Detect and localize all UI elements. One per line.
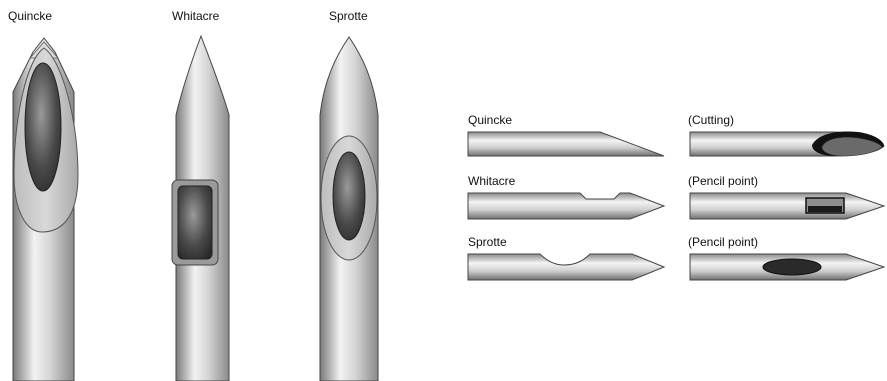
- whitacre-side-needle: [468, 193, 664, 219]
- label-whitacre-side: Whitacre: [468, 174, 516, 188]
- quincke-lumen: [25, 63, 61, 191]
- quincke-side-needle: [468, 132, 664, 156]
- pencil-point-side-needle-2: [690, 254, 884, 280]
- label-whitacre-top: Whitacre: [172, 9, 220, 23]
- label-sprotte-top: Sprotte: [329, 9, 368, 23]
- sprotte-side-port: [333, 152, 365, 240]
- label-quincke-top: Quincke: [8, 9, 52, 23]
- sprotte-side-needle: [468, 254, 664, 280]
- label-sprotte-side: Sprotte: [468, 235, 507, 249]
- label-pencil-point-2: (Pencil point): [688, 235, 758, 249]
- quincke-needle-front: [13, 38, 78, 381]
- label-pencil-point-1: (Pencil point): [688, 174, 758, 188]
- sprotte-needle-front: [320, 37, 378, 381]
- label-cutting: (Cutting): [688, 113, 734, 127]
- pencil-point-side-needle-1: [690, 193, 884, 219]
- whitacre-side-port: [178, 186, 212, 259]
- cutting-side-needle: [690, 132, 884, 156]
- label-quincke-side: Quincke: [468, 113, 512, 127]
- whitacre-needle-front: [172, 36, 229, 381]
